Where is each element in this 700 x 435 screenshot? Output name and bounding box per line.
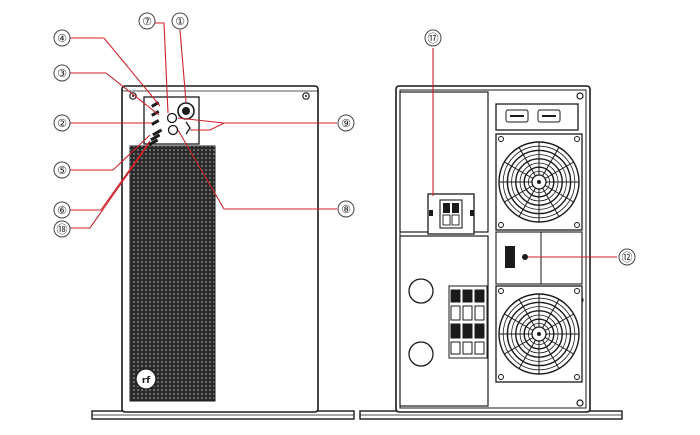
svg-text:⑱: ⑱	[57, 223, 68, 236]
terminal-strip	[448, 285, 488, 359]
callout-8: ⑧	[337, 200, 355, 218]
vent-grille	[129, 145, 216, 402]
front-unit: rf	[91, 85, 355, 420]
svg-text:⑫: ⑫	[622, 251, 633, 264]
svg-text:③: ③	[57, 67, 67, 80]
svg-text:①: ①	[175, 15, 185, 28]
svg-text:⑨: ⑨	[341, 117, 351, 130]
callouts: ④ ③ ② ⑤ ⑥ ⑱ ⑦ ①	[53, 12, 636, 266]
brand-logo-icon	[135, 368, 157, 390]
svg-text:⑧: ⑧	[341, 203, 351, 216]
rear-unit	[359, 85, 623, 420]
svg-text:⑥: ⑥	[57, 204, 67, 217]
svg-text:④: ④	[57, 32, 67, 45]
leader-lines	[70, 22, 617, 258]
callout-4: ④	[53, 29, 71, 47]
dc-switch-icon	[505, 246, 515, 268]
screw-icon	[498, 374, 504, 380]
switch-icon	[148, 138, 159, 147]
screw-icon	[498, 222, 504, 228]
ground-screw-icon	[522, 254, 528, 260]
indicator-slot-icon	[151, 110, 160, 117]
screw-icon	[498, 136, 504, 142]
lower-fan-icon	[495, 285, 583, 383]
screw-icon	[574, 136, 580, 142]
socket-icon	[167, 124, 179, 136]
callout-12: ⑫	[618, 248, 636, 266]
callout-6: ⑥	[53, 201, 71, 219]
switch-icon	[152, 128, 163, 137]
callout-1: ①	[171, 12, 189, 30]
cable-gland-icon	[408, 278, 434, 304]
callout-17: ⑰	[424, 29, 442, 47]
svg-text:rf: rf	[142, 376, 150, 386]
upper-fan-icon	[495, 133, 583, 231]
screw-icon	[576, 92, 584, 100]
callout-7: ⑦	[138, 12, 156, 30]
indicator-slot-icon	[151, 119, 160, 126]
cable-gland-icon	[408, 341, 434, 367]
callout-18: ⑱	[53, 220, 71, 238]
screw-icon	[574, 374, 580, 380]
screw-icon	[498, 288, 504, 294]
svg-text:⑦: ⑦	[142, 15, 152, 28]
svg-text:⑤: ⑤	[57, 164, 67, 177]
callout-9: ⑨	[337, 114, 355, 132]
callout-5: ⑤	[53, 161, 71, 179]
callout-2: ②	[53, 114, 71, 132]
screw-icon	[574, 288, 580, 294]
socket-icon	[166, 112, 178, 124]
screw-icon	[576, 399, 584, 407]
svg-text:⑰: ⑰	[428, 32, 439, 45]
svg-text:②: ②	[57, 117, 67, 130]
callout-3: ③	[53, 64, 71, 82]
screw-icon	[574, 222, 580, 228]
switch-icon	[150, 133, 161, 142]
